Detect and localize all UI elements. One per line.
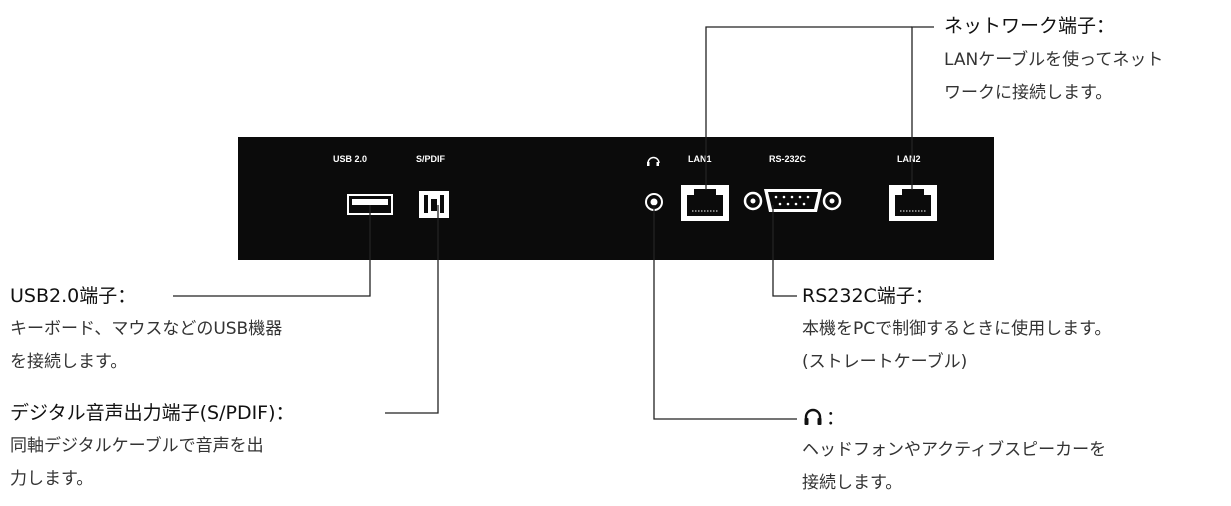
leader-network-lan2 [911,26,934,190]
network-callout-title: ネットワーク端子： [944,15,1116,37]
usb-callout-title: USB2.0端子： [10,285,137,307]
ports-illustration [347,156,937,221]
lan1-port [681,185,729,221]
spdif-desc-line-2: 力します。 [10,469,94,489]
port-label-usb: USB 2.0 [333,154,368,164]
leader-headphone [653,205,797,420]
device-rear-panel: USB 2.0 S/PDIF LAN1 RS-232C LAN2 [238,137,994,260]
leader-rs232c [772,205,797,297]
usb-desc-line-1: キーボード、マウスなどのUSB機器 [10,319,283,339]
headphone-callout-desc: ヘッドフォンやアクティブスピーカーを 接続します。 [802,434,1106,500]
network-desc-line-2: ワークに接続します。 [944,83,1113,103]
leader-usb [173,205,371,297]
network-desc-line-1: LANケーブルを使ってネット [944,50,1164,70]
leader-spdif [385,205,439,414]
rs232c-desc-line-2: (ストレートケーブル) [802,352,968,372]
usb-desc-line-2: を接続します。 [10,352,128,372]
port-label-rs232c: RS-232C [769,154,807,164]
port-label-lan1: LAN1 [688,154,712,164]
network-callout-desc: LANケーブルを使ってネット ワークに接続します。 [944,44,1163,110]
usb-callout-desc: キーボード、マウスなどのUSB機器 を接続します。 [10,313,282,379]
spdif-callout-desc: 同軸デジタルケーブルで音声を出 力します。 [10,430,264,496]
port-label-spdif: S/PDIF [416,154,446,164]
spdif-callout-title: デジタル音声出力端子(S/PDIF)： [10,402,295,424]
spdif-desc-line-1: 同軸デジタルケーブルで音声を出 [10,436,264,456]
headphone-desc-line-2: 接続します。 [802,473,903,493]
rs232c-callout-desc: 本機をPCで制御するときに使用します。 (ストレートケーブル) [802,313,1111,379]
lan2-port [889,185,937,221]
headphone-desc-line-1: ヘッドフォンやアクティブスピーカーを [802,440,1107,460]
rs232c-callout-title: RS232C端子： [802,285,934,307]
rs232c-port [743,189,842,212]
port-label-lan2: LAN2 [897,154,921,164]
leader-network-lan1 [705,26,912,190]
spdif-port [419,191,449,218]
headphone-icon [804,408,822,425]
panel-headphone-icon [647,156,660,166]
rs232c-desc-line-1: 本機をPCで制御するときに使用します。 [802,319,1112,339]
headphone-callout-title: ： [826,407,846,429]
